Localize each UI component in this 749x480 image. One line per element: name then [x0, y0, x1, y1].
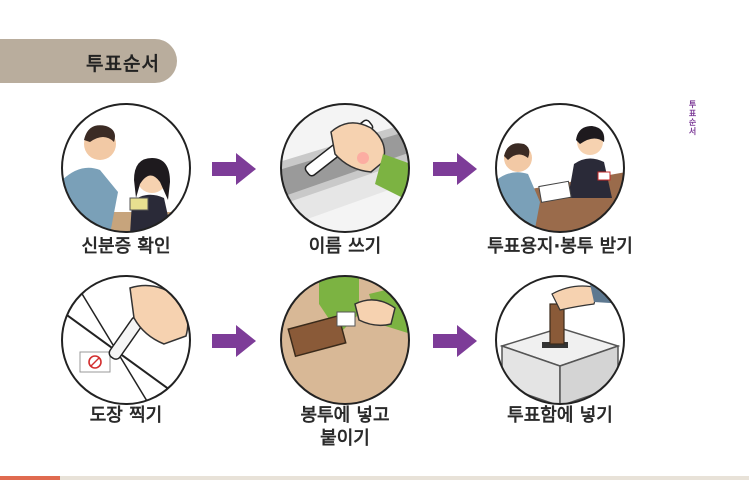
stamp-illustration: [61, 275, 191, 405]
step-label-id-check: 신분증 확인: [81, 236, 171, 257]
step-illustration-stamp: [56, 270, 196, 410]
step-label-write-name: 이름 쓰기: [308, 236, 382, 257]
write-name-illustration: [280, 103, 410, 233]
side-section-label: 투표순서: [688, 100, 697, 136]
step-label-receive-ballot: 투표용지·봉투 받기: [487, 236, 633, 257]
step-illustration-receive-ballot: [490, 98, 630, 238]
step-illustration-id-check: [56, 98, 196, 238]
receive-ballot-illustration: [495, 103, 625, 233]
ballot-box-illustration: [495, 275, 625, 405]
section-title-tab: 투표순서: [0, 39, 177, 83]
step-label-stamp: 도장 찍기: [89, 405, 163, 426]
arrow-right-icon: [433, 325, 477, 357]
step-illustration-ballot-box: [490, 270, 630, 410]
arrow-right-icon: [433, 153, 477, 185]
step-label-ballot-box: 투표함에 넣기: [507, 405, 613, 426]
bottom-divider: [0, 476, 749, 480]
step-illustration-write-name: [275, 98, 415, 238]
arrow-right-icon: [212, 325, 256, 357]
arrow-right-icon: [212, 153, 256, 185]
step-label-seal-envelope-line1: 봉투에 넣고: [300, 405, 390, 426]
step-label-seal-envelope-line2: 붙이기: [320, 428, 370, 449]
seal-envelope-illustration: [280, 275, 410, 405]
id-check-illustration: [61, 103, 191, 233]
step-label-seal-envelope: 봉투에 넣고 붙이기: [235, 404, 455, 450]
step-illustration-seal-envelope: [275, 270, 415, 410]
section-title: 투표순서: [86, 53, 160, 75]
